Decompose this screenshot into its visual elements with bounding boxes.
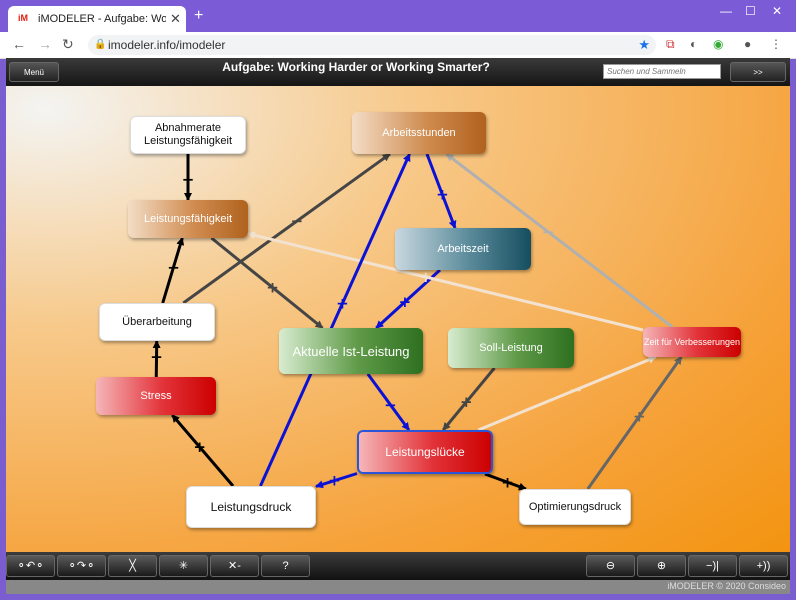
link-ist_leistung-to-leistungsluecke[interactable] <box>366 373 411 431</box>
link-sign: + <box>336 294 349 312</box>
node-label: Leistungslücke <box>385 444 465 459</box>
link-sign: + <box>419 268 432 286</box>
link-leistungsdruck-to-arbeitsstunden[interactable] <box>259 153 411 487</box>
menu-button[interactable]: Menü <box>9 62 59 82</box>
link-ueberarbeitung-to-leistungsfaehigkeit[interactable] <box>161 237 185 304</box>
node-label: Soll-Leistung <box>479 341 543 354</box>
profile-icon[interactable]: ● <box>744 37 752 51</box>
zoom-out-button[interactable]: ⊖ <box>586 555 635 577</box>
node-zeit-fuer-verbesserungen[interactable]: Zeit für Verbesserungen <box>643 327 741 357</box>
url-text: imodeler.info/imodeler <box>108 38 226 52</box>
tab-close-icon[interactable]: ✕ <box>170 11 181 26</box>
node-soll-leistung[interactable]: Soll-Leistung <box>448 328 574 368</box>
footer: iMODELER © 2020 Consideo <box>6 580 790 594</box>
link-sign: − <box>542 223 555 241</box>
minimize-icon[interactable]: — <box>720 4 732 18</box>
app-header: Menü Aufgabe: Working Harder or Working … <box>6 58 790 86</box>
link-sign: + <box>266 279 279 297</box>
node-aktuelle-ist-leistung[interactable]: Aktuelle Ist-Leistung <box>279 328 423 374</box>
node-stress[interactable]: Stress <box>96 377 216 415</box>
cycle-left-button[interactable]: ⚬↶⚬ <box>6 555 55 577</box>
link-sign: − <box>182 170 195 188</box>
link-leistungsluecke-to-leistungsdruck[interactable] <box>315 472 358 489</box>
forward-arrow-icon[interactable]: → <box>38 36 52 52</box>
link-ueberarbeitung-to-arbeitsstunden[interactable] <box>182 152 391 305</box>
node-label: Leistungsfähigkeit <box>143 212 233 225</box>
node-arbeitsstunden[interactable]: Arbeitsstunden <box>352 112 486 154</box>
node-leistungsdruck[interactable]: Leistungsdruck <box>186 486 316 528</box>
node-label: Optimierungsdruck <box>528 500 622 513</box>
network-button[interactable]: ✳ <box>159 555 208 577</box>
back-arrow-icon[interactable]: ← <box>12 36 26 52</box>
step-forward-button[interactable]: +)) <box>739 555 788 577</box>
link-leistungsluecke-to-optimierungsdruck[interactable] <box>484 472 527 491</box>
link-leistungsdruck-to-stress[interactable] <box>171 414 235 487</box>
node-leistungsfaehigkeit[interactable]: Leistungsfähigkeit <box>128 200 248 238</box>
search-input[interactable] <box>603 64 721 79</box>
lock-icon: 🔒 <box>94 39 107 50</box>
node-label: Überarbeitung <box>122 315 192 328</box>
link-sign: − <box>291 212 304 230</box>
reload-icon[interactable]: ↻ <box>62 36 74 52</box>
more-menu-icon[interactable]: ⋮ <box>770 37 782 51</box>
pdf-extension-icon[interactable]: ⧉ <box>666 37 675 51</box>
link-leistungsfaehigkeit-to-ist_leistung[interactable] <box>210 236 324 330</box>
link-sign: + <box>193 438 206 456</box>
bookmark-star-icon[interactable]: ★ <box>638 37 650 52</box>
node-label: Abnahmerate Leistungsfähigkeit <box>143 122 233 147</box>
link-sign: + <box>436 186 449 204</box>
address-bar: ← → ↻ 🔒 imodeler.info/imodeler ★ ⧉ ◐ ◉ ●… <box>0 32 796 59</box>
cycle-right-button[interactable]: ⚬↷⚬ <box>57 555 106 577</box>
bottom-toolbar: ⚬↶⚬ ⚬↷⚬ ╳ ✳ ✕- ? ⊖ ⊕ −)| +)) <box>6 552 790 580</box>
url-field[interactable]: 🔒 imodeler.info/imodeler ★ <box>88 35 656 55</box>
browser-tab-bar: iM iMODELER - Aufgabe: Working H ✕ + — ☐… <box>0 0 796 32</box>
node-label: Arbeitszeit <box>437 242 489 255</box>
go-button[interactable]: >> <box>730 62 786 82</box>
copyright-text: iMODELER © 2020 Consideo <box>667 581 786 591</box>
step-back-button[interactable]: −)| <box>688 555 737 577</box>
help-button[interactable]: ? <box>261 555 310 577</box>
window-close-icon[interactable]: ✕ <box>772 4 783 18</box>
node-leistungsluecke[interactable]: Leistungslücke <box>357 430 493 474</box>
new-tab-icon[interactable]: + <box>194 7 204 24</box>
link-sign: − <box>384 396 397 414</box>
node-label: Stress <box>140 389 172 402</box>
maximize-icon[interactable]: ☐ <box>745 4 756 18</box>
node-label: Leistungsdruck <box>210 499 292 514</box>
node-label: Arbeitsstunden <box>382 126 456 139</box>
node-abnahmerate-leistungsfaehigkeit[interactable]: Abnahmerate Leistungsfähigkeit <box>130 116 246 154</box>
link-verbesserungen-to-leistungsfaehigkeit[interactable] <box>247 231 644 332</box>
link-sign: − <box>167 258 180 276</box>
model-canvas[interactable]: − + + − + − + − + − + − + + + + + Abnahmerate Leistungsf… <box>6 86 790 552</box>
node-arbeitszeit[interactable]: Arbeitszeit <box>395 228 531 270</box>
chrome-extension-icon[interactable]: ◉ <box>713 37 724 51</box>
imodeler-favicon-icon: iM <box>18 13 28 23</box>
link-verbesserungen-to-arbeitsstunden[interactable] <box>445 152 674 329</box>
link-sign: + <box>460 393 473 411</box>
link-optimierungsdruck-to-verbesserungen[interactable] <box>586 356 683 490</box>
link-leistungsluecke-to-verbesserungen[interactable] <box>477 355 657 432</box>
links-layer: − + + − + − + − + − + − + + + + + <box>150 152 683 491</box>
link-arbeitszeit-to-ist_leistung[interactable] <box>375 268 441 330</box>
node-label: Zeit für Verbesserungen <box>643 337 741 347</box>
cross-links-button[interactable]: ╳ <box>108 555 157 577</box>
link-sign: + <box>633 407 646 425</box>
node-ueberarbeitung[interactable]: Überarbeitung <box>99 303 215 341</box>
zoom-in-button[interactable]: ⊕ <box>637 555 686 577</box>
page-title: Aufgabe: Working Harder or Working Smart… <box>222 60 490 74</box>
link-sign: + <box>150 348 163 366</box>
browser-tab[interactable]: iM iMODELER - Aufgabe: Working H ✕ <box>8 6 186 32</box>
link-sign: − <box>570 381 583 399</box>
link-sign: + <box>501 473 514 491</box>
node-optimierungsdruck[interactable]: Optimierungsdruck <box>519 489 631 525</box>
link-sign: + <box>328 472 341 490</box>
link-soll_leistung-to-leistungsluecke[interactable] <box>442 367 496 431</box>
node-label: Aktuelle Ist-Leistung <box>292 343 410 359</box>
link-arbeitsstunden-to-arbeitszeit[interactable] <box>425 153 457 229</box>
extension-icon[interactable]: ◐ <box>690 37 698 51</box>
tab-title: iMODELER - Aufgabe: Working H <box>38 13 166 25</box>
collapse-button[interactable]: ✕- <box>210 555 259 577</box>
link-sign: + <box>399 293 412 311</box>
